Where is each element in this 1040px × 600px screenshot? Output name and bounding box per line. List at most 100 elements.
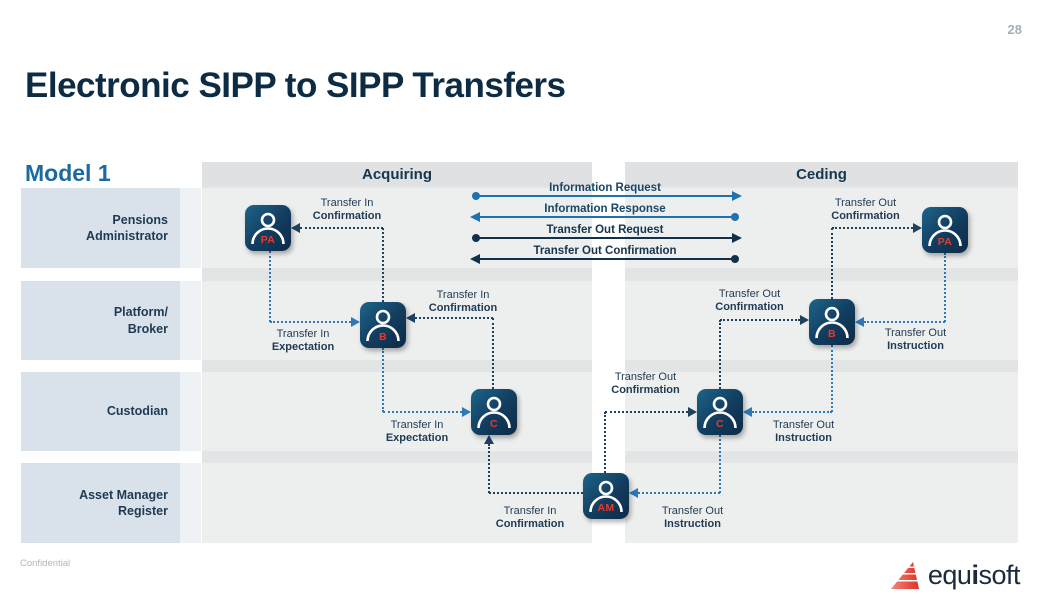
transfer-out-request-arrow-line <box>476 237 732 239</box>
confidential-footer: Confidential <box>20 558 71 569</box>
actor-letter: C <box>490 418 498 430</box>
actor-letter: PA <box>937 236 953 248</box>
arrow-dot <box>731 255 739 263</box>
flow-line <box>752 411 832 413</box>
flow-line <box>488 444 490 493</box>
lane-label: Custodian <box>106 404 168 419</box>
arrowhead-left-icon <box>291 223 300 233</box>
flow-line <box>832 227 913 229</box>
flow-line <box>864 321 945 323</box>
arrow-dot <box>731 213 739 221</box>
actor-icon-broker-ceding: B <box>809 299 855 345</box>
lane-strip <box>180 372 201 451</box>
person-icon <box>366 309 400 342</box>
flow-line <box>383 411 462 413</box>
flow-line <box>489 492 583 494</box>
flow-line <box>719 435 721 493</box>
equisoft-logo-text: equisoft <box>927 560 1021 590</box>
flow-line <box>638 492 720 494</box>
arrowhead-left-icon <box>743 407 752 417</box>
info-response-label: Information Response <box>544 203 666 215</box>
flow-line <box>382 348 384 412</box>
person-icon <box>589 480 623 513</box>
lane-label: Platform/ <box>113 305 168 320</box>
actor-letter: C <box>716 418 724 430</box>
person-icon <box>251 212 285 245</box>
lane-strip <box>180 188 201 268</box>
arrowhead-left-icon <box>406 313 415 323</box>
flow-line <box>944 253 946 322</box>
row-band <box>625 463 1018 543</box>
flow-line <box>492 318 494 389</box>
info-response-arrow-line <box>480 216 733 218</box>
actor-icon-pensions-administrator-ceding: PA <box>922 207 968 253</box>
actor-letter: AM <box>597 502 615 514</box>
actor-letter: B <box>828 328 836 340</box>
page-number: 28 <box>1007 22 1022 37</box>
flow-line <box>719 320 721 389</box>
flow-line <box>270 321 351 323</box>
flow-line <box>300 227 383 229</box>
arrowhead-right-icon <box>913 223 922 233</box>
equisoft-sail-icon <box>890 562 919 589</box>
arrowhead-right-icon <box>732 191 742 201</box>
actor-icon-custodian-ceding: C <box>697 389 743 435</box>
row-band <box>202 463 592 543</box>
flow-line <box>831 228 833 299</box>
flow-line <box>720 319 800 321</box>
arrowhead-right-icon <box>688 407 697 417</box>
actor-icon-pensions-administrator-acquiring: PA <box>245 205 291 251</box>
arrowhead-right-icon <box>462 407 471 417</box>
person-icon <box>815 306 849 339</box>
person-icon <box>477 396 511 429</box>
actor-icon-custodian-acquiring: C <box>471 389 517 435</box>
flow-line <box>605 411 688 413</box>
equisoft-logo: equisoft <box>890 560 1021 591</box>
lane-label: Pensions <box>112 212 168 227</box>
transfer-out-confirmation-arrow-line <box>480 258 733 260</box>
flow-line <box>269 251 271 322</box>
arrowhead-left-icon <box>855 317 864 327</box>
lane-custodian: Custodian <box>21 372 180 451</box>
person-icon <box>928 214 962 247</box>
arrowhead-left-icon <box>629 488 638 498</box>
arrowhead-left-icon <box>470 212 480 222</box>
lane-label: Register <box>117 504 168 518</box>
arrowhead-left-icon <box>470 254 480 264</box>
actor-letter: PA <box>260 234 276 246</box>
flow-line <box>831 345 833 412</box>
actor-icon-broker-acquiring: B <box>360 302 406 348</box>
info-request-label: Information Request <box>549 182 661 194</box>
lane-strip <box>180 463 201 543</box>
model-label: Model 1 <box>25 160 111 186</box>
arrowhead-right-icon <box>732 233 742 243</box>
actor-icon-asset-manager: AM <box>583 473 629 519</box>
lane-platform-broker: Platform/Broker <box>21 281 180 360</box>
lane-label: Broker <box>127 321 168 336</box>
flow-line <box>604 412 606 473</box>
column-header-ceding: Ceding <box>625 162 1018 186</box>
column-header-acquiring: Acquiring <box>202 162 592 186</box>
flow-line <box>415 317 493 319</box>
lane-strip <box>180 281 201 360</box>
lane-label: Asset Manager <box>79 487 168 502</box>
transfer-out-request-label: Transfer Out Request <box>546 224 664 236</box>
arrowhead-right-icon <box>800 315 809 325</box>
person-icon <box>703 396 737 429</box>
lane-label: Administrator <box>86 229 168 243</box>
info-request-arrow-line <box>476 195 732 197</box>
arrowhead-right-icon <box>351 317 360 327</box>
transfer-out-confirmation-label: Transfer Out Confirmation <box>533 245 677 257</box>
